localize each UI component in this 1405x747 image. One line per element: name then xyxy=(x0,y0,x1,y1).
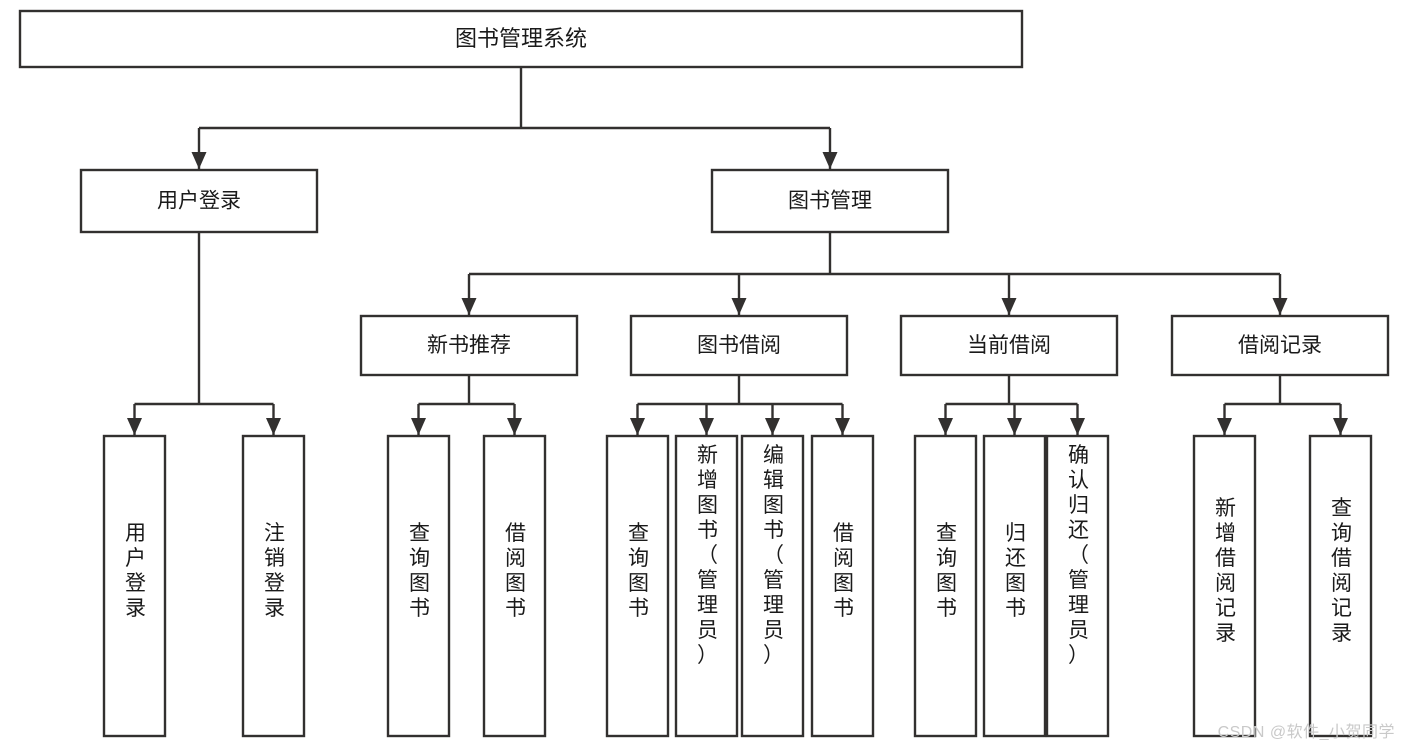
arrow-head xyxy=(507,418,522,435)
node-user-login-label: 用户登录 xyxy=(157,190,241,213)
leaf-cat2-2-label: 确认归还（管理员） xyxy=(1068,444,1089,667)
leaf-cat2-0-label: 查询图书 xyxy=(936,522,957,620)
leaf-cat0-1[interactable]: 借阅图书 xyxy=(482,434,547,738)
leaf-cat1-1-label: 新增图书（管理员） xyxy=(697,444,718,667)
arrow-head xyxy=(127,418,142,435)
arrow-head xyxy=(630,418,645,435)
node-user-login[interactable]: 用户登录 xyxy=(79,168,319,234)
leaf-cat2-2[interactable]: 确认归还（管理员） xyxy=(1045,434,1110,738)
leaf-cat0-1-rect[interactable] xyxy=(482,434,547,738)
node-category-0-label: 新书推荐 xyxy=(427,334,511,357)
leaf-cat0-0[interactable]: 查询图书 xyxy=(386,434,451,738)
leaf-cat3-1[interactable]: 查询借阅记录 xyxy=(1308,434,1373,738)
leaf-cat2-0-rect[interactable] xyxy=(913,434,978,738)
leaf-user-login-1-label: 注销登录 xyxy=(264,522,285,620)
node-category-1-label: 图书借阅 xyxy=(697,334,781,357)
arrow-head xyxy=(411,418,426,435)
node-boxes-group: 图书管理系统用户登录图书管理新书推荐图书借阅当前借阅借阅记录用户登录注销登录查询… xyxy=(18,9,1390,738)
leaf-cat2-1[interactable]: 归还图书 xyxy=(982,434,1047,738)
leaf-cat2-2-rect[interactable] xyxy=(1045,434,1110,738)
node-book-management-rect[interactable] xyxy=(710,168,950,234)
leaf-cat3-0-rect[interactable] xyxy=(1192,434,1257,738)
arrow-head xyxy=(822,152,838,169)
arrow-head xyxy=(1070,418,1085,435)
arrow-head xyxy=(731,298,747,315)
leaf-cat0-0-rect[interactable] xyxy=(386,434,451,738)
leaf-cat2-1-rect[interactable] xyxy=(982,434,1047,738)
leaf-cat1-0-rect[interactable] xyxy=(605,434,670,738)
leaf-cat1-2[interactable]: 编辑图书（管理员） xyxy=(740,434,805,738)
leaf-user-login-1-rect[interactable] xyxy=(241,434,306,738)
arrow-head xyxy=(938,418,953,435)
leaf-cat1-2-rect[interactable] xyxy=(740,434,805,738)
node-category-3-rect[interactable] xyxy=(1170,314,1390,377)
arrow-head xyxy=(1333,418,1348,435)
leaf-cat3-0-label: 新增借阅记录 xyxy=(1215,497,1236,645)
arrow-head xyxy=(1001,298,1017,315)
leaf-cat2-1-label: 归还图书 xyxy=(1005,522,1026,620)
arrow-head xyxy=(191,152,207,169)
leaf-cat1-0-label: 查询图书 xyxy=(628,522,649,620)
arrow-head xyxy=(699,418,714,435)
leaf-cat1-3-label: 借阅图书 xyxy=(833,522,854,620)
leaf-cat2-0[interactable]: 查询图书 xyxy=(913,434,978,738)
arrow-head xyxy=(461,298,477,315)
node-root[interactable]: 图书管理系统 xyxy=(18,9,1024,69)
leaf-user-login-1[interactable]: 注销登录 xyxy=(241,434,306,738)
node-category-1[interactable]: 图书借阅 xyxy=(629,314,849,377)
leaf-cat1-2-label: 编辑图书（管理员） xyxy=(763,444,784,667)
leaf-cat3-1-rect[interactable] xyxy=(1308,434,1373,738)
leaf-cat1-3[interactable]: 借阅图书 xyxy=(810,434,875,738)
node-root-label: 图书管理系统 xyxy=(455,26,587,51)
node-category-2-rect[interactable] xyxy=(899,314,1119,377)
leaf-cat1-3-rect[interactable] xyxy=(810,434,875,738)
node-category-3-label: 借阅记录 xyxy=(1238,334,1322,357)
connector-lines-group xyxy=(127,67,1348,435)
arrow-head xyxy=(1007,418,1022,435)
leaf-user-login-0-rect[interactable] xyxy=(102,434,167,738)
leaf-user-login-0[interactable]: 用户登录 xyxy=(102,434,167,738)
node-category-2[interactable]: 当前借阅 xyxy=(899,314,1119,377)
leaf-cat0-0-label: 查询图书 xyxy=(409,522,430,620)
arrow-head xyxy=(1217,418,1232,435)
leaf-user-login-0-label: 用户登录 xyxy=(125,522,146,620)
node-category-3[interactable]: 借阅记录 xyxy=(1170,314,1390,377)
arrow-head xyxy=(1272,298,1288,315)
leaf-cat1-1-rect[interactable] xyxy=(674,434,739,738)
leaf-cat1-0[interactable]: 查询图书 xyxy=(605,434,670,738)
node-book-management[interactable]: 图书管理 xyxy=(710,168,950,234)
arrow-head xyxy=(835,418,850,435)
leaf-cat3-0[interactable]: 新增借阅记录 xyxy=(1192,434,1257,738)
node-root-rect[interactable] xyxy=(18,9,1024,69)
arrow-head xyxy=(765,418,780,435)
node-user-login-rect[interactable] xyxy=(79,168,319,234)
node-category-0[interactable]: 新书推荐 xyxy=(359,314,579,377)
leaf-cat1-1[interactable]: 新增图书（管理员） xyxy=(674,434,739,738)
leaf-cat0-1-label: 借阅图书 xyxy=(505,522,526,620)
arrow-head xyxy=(266,418,281,435)
node-category-1-rect[interactable] xyxy=(629,314,849,377)
node-category-0-rect[interactable] xyxy=(359,314,579,377)
node-category-2-label: 当前借阅 xyxy=(967,334,1051,357)
leaf-cat3-1-label: 查询借阅记录 xyxy=(1331,497,1352,645)
node-book-management-label: 图书管理 xyxy=(788,190,872,213)
